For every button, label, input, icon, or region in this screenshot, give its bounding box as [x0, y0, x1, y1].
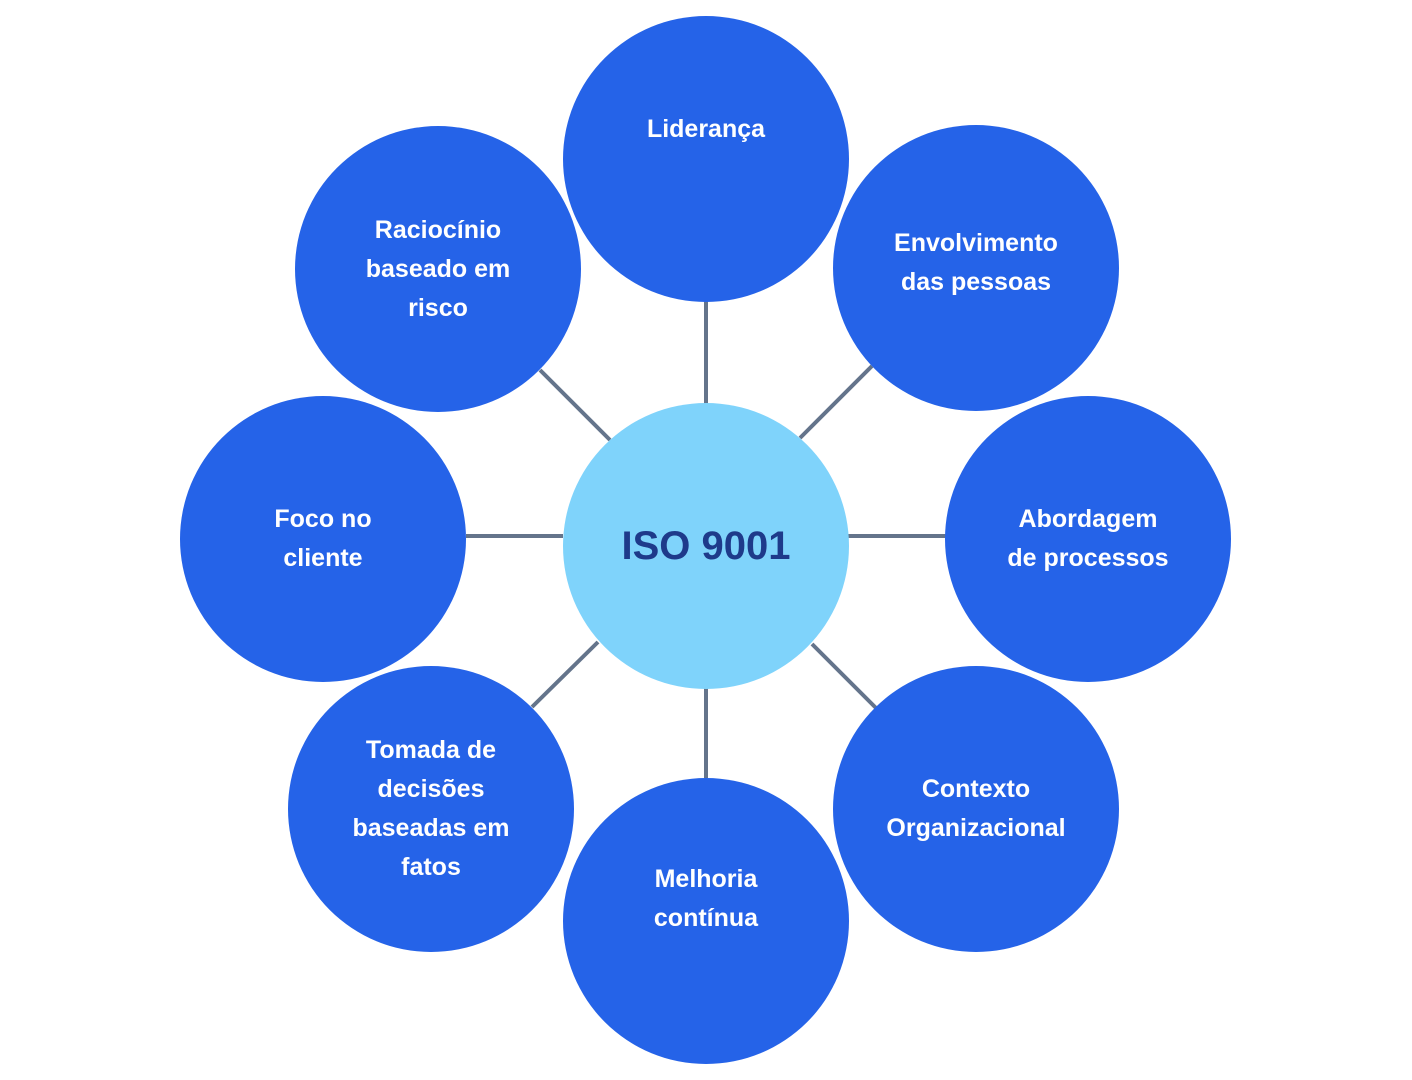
principle-label: Envolvimento das pessoas: [894, 229, 1058, 296]
principle-node-lideranca: Liderança: [563, 16, 849, 302]
principle-node-melhoria: Melhoria contínua: [563, 778, 849, 1064]
principle-label: Foco no cliente: [274, 505, 372, 572]
principle-label: Tomada de decisões baseadas em fatos: [352, 736, 510, 881]
principle-node-tomada: Tomada de decisões baseadas em fatos: [288, 666, 574, 952]
center-node-iso9001: ISO 9001: [563, 403, 849, 689]
principle-node-raciocinio: Raciocínio baseado em risco: [295, 126, 581, 412]
principle-node-foco: Foco no cliente: [180, 396, 466, 682]
center-label: ISO 9001: [621, 524, 791, 568]
principle-label: Contexto Organizacional: [886, 775, 1066, 842]
connector-contexto: [810, 642, 878, 710]
principle-label: Melhoria contínua: [653, 864, 759, 932]
connector-tomada: [530, 640, 600, 709]
principle-label: Abordagem de processos: [1007, 505, 1169, 572]
connector-raciocinio: [538, 368, 612, 442]
principle-node-abordagem: Abordagem de processos: [945, 396, 1231, 682]
connector-envolvimento: [798, 364, 874, 440]
principle-label: Liderança: [646, 114, 766, 143]
principle-label: Raciocínio baseado em risco: [365, 215, 511, 322]
principle-node-envolvimento: Envolvimento das pessoas: [833, 125, 1119, 411]
principle-node-contexto: Contexto Organizacional: [833, 666, 1119, 952]
